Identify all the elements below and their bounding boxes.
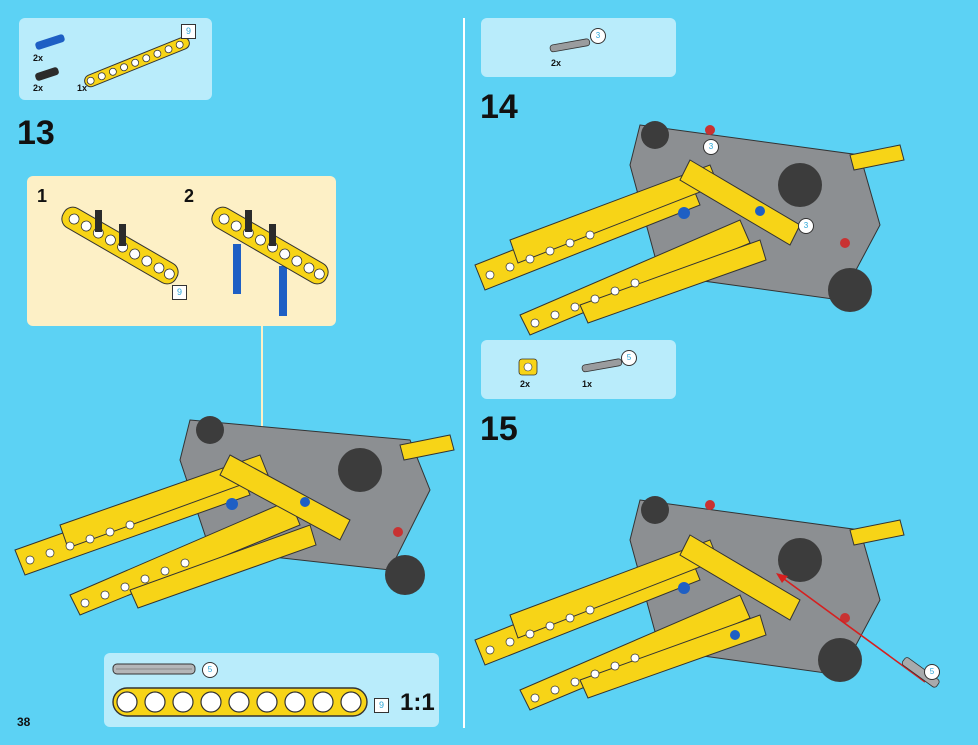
step-15-axle-callout: 5 [924, 664, 940, 680]
substep-panel: 1 9 2 [27, 176, 336, 326]
axle-scale-icon [112, 663, 196, 675]
page-number: 38 [17, 715, 31, 729]
parts-panel-step-15: 2x 5 1x [481, 340, 676, 399]
beam-scale-length-badge: 9 [374, 698, 389, 713]
parts-qty-black-pin: 2x [33, 83, 44, 93]
scale-ratio-label: 1:1 [400, 689, 435, 716]
step-15-model-illustration [474, 496, 940, 711]
step-number-13: 13 [17, 114, 55, 152]
step-14-callout-a: 3 [703, 139, 719, 155]
parts-panel-step-13: 2x 2x 1x 9 [19, 18, 212, 100]
parts-qty-axle-3: 2x [551, 58, 562, 68]
blue-pin-icon [35, 34, 65, 50]
axle-5-length-badge: 5 [621, 350, 637, 366]
parts-qty-yellow-connector: 2x [520, 379, 531, 389]
parts-panel-step-14: 3 2x [481, 18, 676, 77]
parts-qty-axle-5: 1x [582, 379, 593, 389]
axle-3-length-badge: 3 [590, 28, 606, 44]
step-13-model-illustration [14, 416, 455, 616]
scale-reference-panel: 5 9 1:1 [104, 653, 439, 727]
step-14-model-illustration [474, 121, 905, 336]
substep-number-1: 1 [37, 186, 48, 206]
substep-2-beam-illustration [211, 206, 329, 316]
yellow-beam-icon [84, 36, 190, 88]
substep-1-beam-illustration [61, 206, 179, 285]
step-number-14: 14 [480, 88, 518, 126]
yellow-connector-icon [518, 358, 538, 376]
substep-number-2: 2 [184, 186, 195, 206]
substep-1-length-badge: 9 [172, 285, 187, 300]
axle-3-icon [549, 38, 591, 53]
step-number-15: 15 [480, 410, 518, 448]
page-divider [463, 18, 465, 728]
axle-5-icon [581, 358, 623, 373]
parts-qty-blue-pin: 2x [33, 53, 44, 63]
parts-qty-yellow-beam: 1x [77, 83, 88, 93]
axle-length-badge: 5 [202, 662, 218, 678]
step-14-callout-b: 3 [798, 218, 814, 234]
black-pin-icon [35, 67, 59, 81]
beam-scale-icon [112, 687, 368, 717]
beam-length-badge: 9 [181, 24, 196, 39]
